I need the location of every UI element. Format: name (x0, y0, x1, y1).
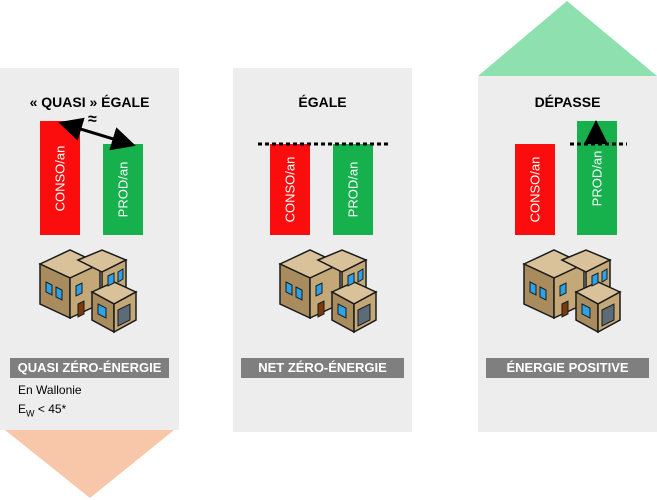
region-note: En Wallonie (18, 383, 82, 397)
threshold-symbol: E (18, 402, 27, 416)
up-arrow-shape (478, 1, 657, 76)
house-icon (279, 249, 377, 333)
category-label-3: ÉNERGIE POSITIVE (486, 358, 649, 378)
category-label-2: NET ZÉRO-ÉNERGIE (241, 358, 404, 378)
house-icon (523, 249, 621, 333)
double-arrow-1 (58, 117, 136, 151)
prod-bar-1: PROD/an (103, 144, 143, 235)
prod-bar-2: PROD/an (333, 144, 373, 235)
down-arrow-shape (0, 426, 179, 498)
house-icon (39, 249, 137, 333)
category-label-1: QUASI ZÉRO-ÉNERGIE (10, 358, 169, 378)
conso-bar-3: CONSO/an (515, 144, 555, 235)
conso-bar-2: CONSO/an (270, 144, 310, 235)
panel-1-heading: « QUASI » ÉGALE (29, 94, 150, 110)
panel-3-heading: DÉPASSE (534, 94, 601, 110)
panel-2-heading: ÉGALE (298, 94, 347, 110)
threshold-note: EW < 45* (18, 402, 66, 418)
threshold-value: < 45* (34, 402, 67, 416)
threshold-subscript: W (26, 408, 35, 419)
